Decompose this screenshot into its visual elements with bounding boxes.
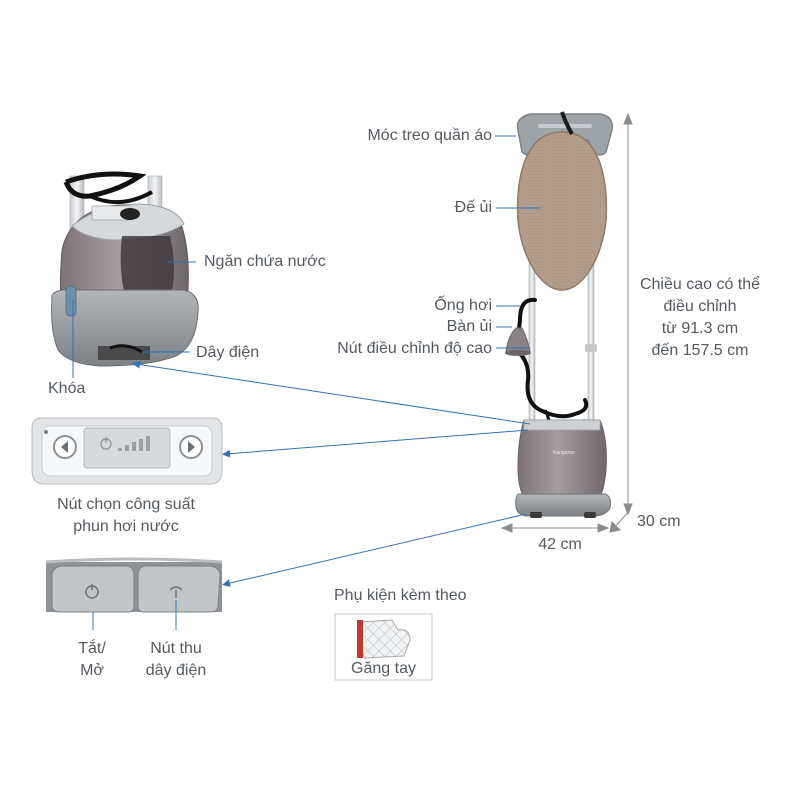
label-glove: Găng tay	[351, 660, 416, 677]
iron-head	[505, 327, 531, 353]
label-hose: Ống hơi	[434, 297, 492, 314]
power-icon	[85, 584, 99, 599]
label-power-cord: Dây điện	[196, 344, 260, 361]
closeup-control-panel	[31, 417, 223, 485]
closeup-base-buttons	[45, 557, 223, 613]
dimension-lines	[500, 112, 633, 533]
leader-lines	[72, 135, 540, 630]
label-lock: Khóa	[48, 380, 86, 397]
dimension-height-4: đến 157.5 cm	[651, 342, 749, 359]
dimension-height-3: từ 91.3 cm	[661, 320, 739, 337]
label-steam-power-2: phun hơi nước	[73, 518, 179, 535]
dimension-width: 42 cm	[538, 536, 582, 553]
label-cord-rewind-1: Nút thu	[150, 640, 202, 657]
chevron-left-icon	[53, 435, 77, 459]
closeup-tank	[51, 171, 199, 367]
label-water-tank: Ngăn chứa nước	[204, 253, 326, 270]
label-steam-power-1: Nút chọn công suất	[57, 496, 195, 513]
label-power-1: Tắt/	[78, 640, 106, 657]
dimension-height-1: Chiều cao có thể	[639, 276, 761, 293]
label-iron: Bàn ủi	[446, 318, 492, 335]
label-board: Đế ủi	[454, 199, 492, 216]
glove-icon	[357, 619, 411, 659]
label-height-button: Nút điều chỉnh độ cao	[337, 340, 492, 357]
label-power-2: Mở	[80, 662, 104, 679]
cord-rewind-icon	[169, 586, 183, 598]
main-steamer	[505, 111, 613, 518]
label-cord-rewind-2: dây điện	[145, 662, 207, 679]
dimension-height-2: điều chỉnh	[663, 298, 737, 315]
label-accessories: Phụ kiện kèm theo	[334, 587, 467, 604]
ironing-board	[516, 131, 608, 291]
water-tank-body	[517, 419, 607, 501]
label-hanger: Móc treo quần áo	[367, 127, 492, 144]
dimension-depth: 30 cm	[637, 513, 681, 530]
base	[515, 493, 611, 517]
steam-hose	[512, 297, 589, 419]
brand-mark: Kangaroo	[553, 450, 575, 456]
chevron-right-icon	[179, 435, 203, 459]
